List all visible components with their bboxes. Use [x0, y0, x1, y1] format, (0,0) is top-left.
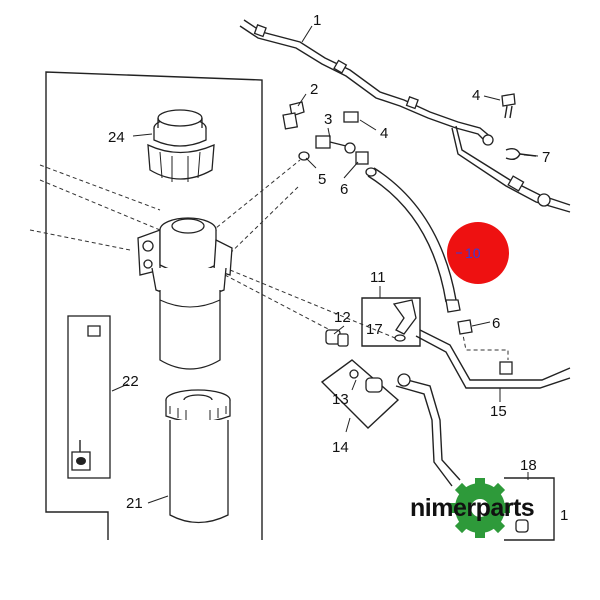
watermark-logo: nimerparts — [410, 478, 535, 538]
callout-5: 5 — [318, 171, 326, 188]
part-1-fuel-line — [239, 19, 571, 213]
part-15-fuel-line — [395, 329, 571, 487]
part-4-bolt-right — [501, 93, 516, 119]
callout-24: 24 — [108, 129, 125, 146]
callout-12: 12 — [334, 309, 351, 326]
callout-4-right: 4 — [472, 87, 480, 104]
brand-name: nimerparts — [410, 494, 534, 522]
part-14-box — [320, 359, 400, 429]
part-3-banjo-bolt — [315, 111, 359, 154]
part-22-sensor — [67, 315, 111, 479]
callout-17: 17 — [366, 321, 383, 338]
callout-6: 6 — [340, 181, 348, 198]
part-10-hose — [365, 167, 461, 313]
part-2-bolt — [282, 101, 305, 130]
callout-leaders — [111, 25, 539, 504]
callout-6-lower: 6 — [492, 315, 500, 332]
callout-19-partial: 1 — [560, 507, 568, 524]
callout-7: 7 — [542, 149, 550, 166]
callout-10: 10 — [465, 245, 481, 261]
part-13-fitting — [349, 369, 383, 393]
callout-14: 14 — [332, 439, 349, 456]
part-24-cap — [147, 109, 215, 182]
part-18-box — [504, 477, 555, 541]
callout-11: 11 — [370, 269, 386, 286]
part-6-fitting-top — [355, 151, 369, 165]
highlight-marker: 10 — [447, 222, 509, 284]
callout-2: 2 — [310, 81, 318, 98]
gear-icon — [450, 478, 510, 538]
part-21-filter-element — [165, 389, 231, 524]
callout-21: 21 — [126, 495, 143, 512]
callout-1: 1 — [313, 12, 321, 29]
callout-4: 4 — [380, 125, 388, 142]
filter-bowl — [159, 290, 221, 370]
filter-group-box — [45, 71, 263, 540]
callout-15: 15 — [490, 403, 507, 420]
callout-18: 18 — [520, 457, 537, 474]
filter-head — [137, 217, 233, 299]
callout-3: 3 — [324, 111, 332, 128]
part-12-fitting — [325, 329, 349, 347]
part-6-fitting-lower — [457, 319, 473, 335]
part-11-box — [361, 297, 421, 347]
part-17-elbow — [392, 299, 417, 342]
part-7-clip — [505, 147, 537, 161]
callout-13: 13 — [332, 391, 349, 408]
callout-22: 22 — [122, 373, 139, 390]
